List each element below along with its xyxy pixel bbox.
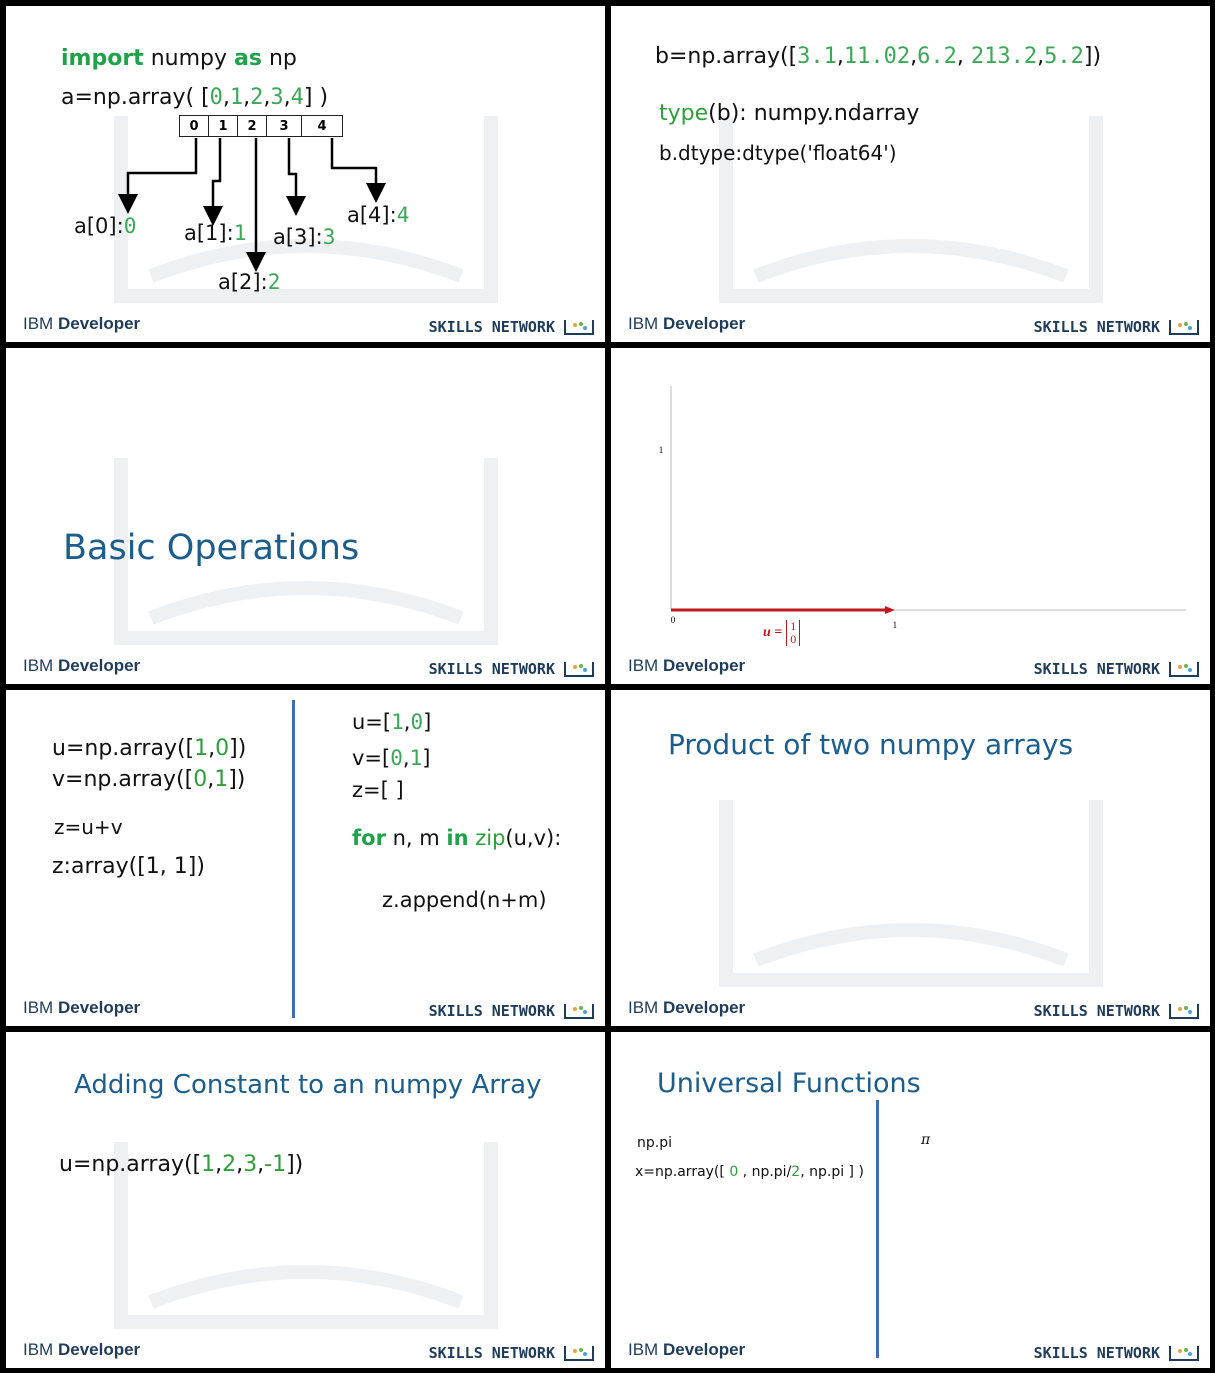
- pi-output: π: [921, 1132, 931, 1148]
- v-list-line: v=[0,1]: [352, 746, 431, 770]
- label-a3: a[3]:3: [273, 225, 336, 249]
- ibm-developer-logo: IBM Developer: [628, 656, 746, 675]
- label-a4: a[4]:4: [347, 203, 410, 227]
- slide-array-type: b=np.array([3.1,11.02,6.2, 213.2,5.2]) t…: [611, 6, 1210, 342]
- skills-network-logo: SKILLS NETWORK: [429, 318, 595, 336]
- skills-network-logo: SKILLS NETWORK: [429, 1002, 595, 1020]
- u-list-line: u=[1,0]: [352, 710, 432, 734]
- label-a1: a[1]:1: [184, 221, 247, 245]
- slide-title: Product of two numpy arrays: [668, 728, 1074, 761]
- skills-network-logo: SKILLS NETWORK: [429, 660, 595, 678]
- z-list-line: z=[ ]: [352, 778, 404, 802]
- for-loop-line: for n, m in zip(u,v):: [352, 826, 562, 850]
- index-arrows: [118, 138, 386, 272]
- vector-u-annotation: u = 1 0: [763, 620, 801, 646]
- ibm-developer-logo: IBM Developer: [23, 314, 141, 333]
- y-tick-label: 1: [659, 445, 664, 455]
- ibm-developer-logo: IBM Developer: [628, 314, 746, 333]
- slide-vector-plot: 1 0 1 u = 1 0 IBM Developer SKILLS NETWO…: [611, 348, 1210, 684]
- x-array-line: x=np.array([ 0 , np.pi/2, np.pi ] ): [635, 1164, 864, 1180]
- watermark-book-icon: [114, 1142, 498, 1329]
- append-line: z.append(n+m): [382, 888, 547, 912]
- np-pi-line: np.pi: [637, 1135, 672, 1151]
- x-tick-label: 0: [671, 615, 676, 625]
- slide-title: Universal Functions: [657, 1068, 921, 1099]
- b-array-definition: b=np.array([3.1,11.02,6.2, 213.2,5.2]): [655, 44, 1102, 69]
- v-array-line: v=np.array([0,1]): [52, 767, 246, 792]
- vector-chart: 1 0 1: [659, 386, 1186, 630]
- slide-adding-constant: Adding Constant to an numpy Array u=np.a…: [6, 1032, 605, 1368]
- module-name: numpy: [150, 46, 228, 71]
- type-line: type(b): numpy.ndarray: [659, 101, 920, 126]
- array-definition: a=np.array( [0,1,2,3,4] ): [61, 85, 329, 110]
- skills-network-logo: SKILLS NETWORK: [1034, 318, 1200, 336]
- skills-network-logo: SKILLS NETWORK: [1034, 660, 1200, 678]
- z-sum-line: z=u+v: [54, 815, 123, 839]
- slide-basic-operations: Basic Operations IBM Developer SKILLS NE…: [6, 348, 605, 684]
- slide-array-indexing: import numpy as np a=np.array( [0,1,2,3,…: [6, 6, 605, 342]
- u-array-line: u=np.array([1,2,3,-1]): [59, 1152, 304, 1177]
- skills-network-book-icon: [1169, 1004, 1199, 1019]
- z-result-line: z:array([1, 1]): [52, 854, 205, 879]
- u-array-line: u=np.array([1,0]): [52, 736, 247, 761]
- slide-title: Adding Constant to an numpy Array: [74, 1070, 542, 1100]
- vector-u-arrowhead: [884, 606, 895, 614]
- label-a0: a[0]:0: [74, 214, 137, 238]
- vector-bracket: 1 0: [786, 620, 801, 646]
- x-tick-label: 1: [893, 620, 898, 630]
- skills-network-book-icon: [1169, 320, 1199, 335]
- slide-product-arrays: Product of two numpy arrays IBM Develope…: [611, 690, 1210, 1026]
- skills-network-logo: SKILLS NETWORK: [1034, 1002, 1200, 1020]
- import-line: import numpy as np: [61, 46, 297, 71]
- alias-name: np: [268, 46, 297, 71]
- watermark-book-icon: [719, 800, 1103, 987]
- divider-line: [292, 700, 295, 1018]
- index-box-table: 0 1 2 3 4: [179, 115, 343, 137]
- ibm-developer-logo: IBM Developer: [628, 998, 746, 1017]
- skills-network-book-icon: [564, 1346, 594, 1361]
- skills-network-book-icon: [564, 1004, 594, 1019]
- index-cell: 2: [237, 115, 267, 137]
- skills-network-logo: SKILLS NETWORK: [1034, 1344, 1200, 1362]
- ibm-developer-logo: IBM Developer: [23, 998, 141, 1017]
- index-cell: 4: [301, 115, 343, 137]
- slide-vector-addition: u=np.array([1,0]) v=np.array([0,1]) z=u+…: [6, 690, 605, 1026]
- divider-line: [876, 1100, 879, 1358]
- ibm-developer-logo: IBM Developer: [23, 1340, 141, 1359]
- dtype-line: b.dtype:dtype('float64'): [659, 141, 897, 165]
- skills-network-book-icon: [564, 320, 594, 335]
- keyword-as: as: [234, 46, 262, 71]
- ibm-developer-logo: IBM Developer: [23, 656, 141, 675]
- skills-network-logo: SKILLS NETWORK: [429, 1344, 595, 1362]
- keyword-import: import: [61, 46, 144, 71]
- slide-title: Basic Operations: [63, 528, 360, 568]
- slide-universal-functions: Universal Functions np.pi x=np.array([ 0…: [611, 1032, 1210, 1368]
- ibm-developer-logo: IBM Developer: [628, 1340, 746, 1359]
- skills-network-book-icon: [564, 662, 594, 677]
- skills-network-book-icon: [1169, 662, 1199, 677]
- label-a2: a[2]:2: [218, 270, 281, 294]
- skills-network-book-icon: [1169, 1346, 1199, 1361]
